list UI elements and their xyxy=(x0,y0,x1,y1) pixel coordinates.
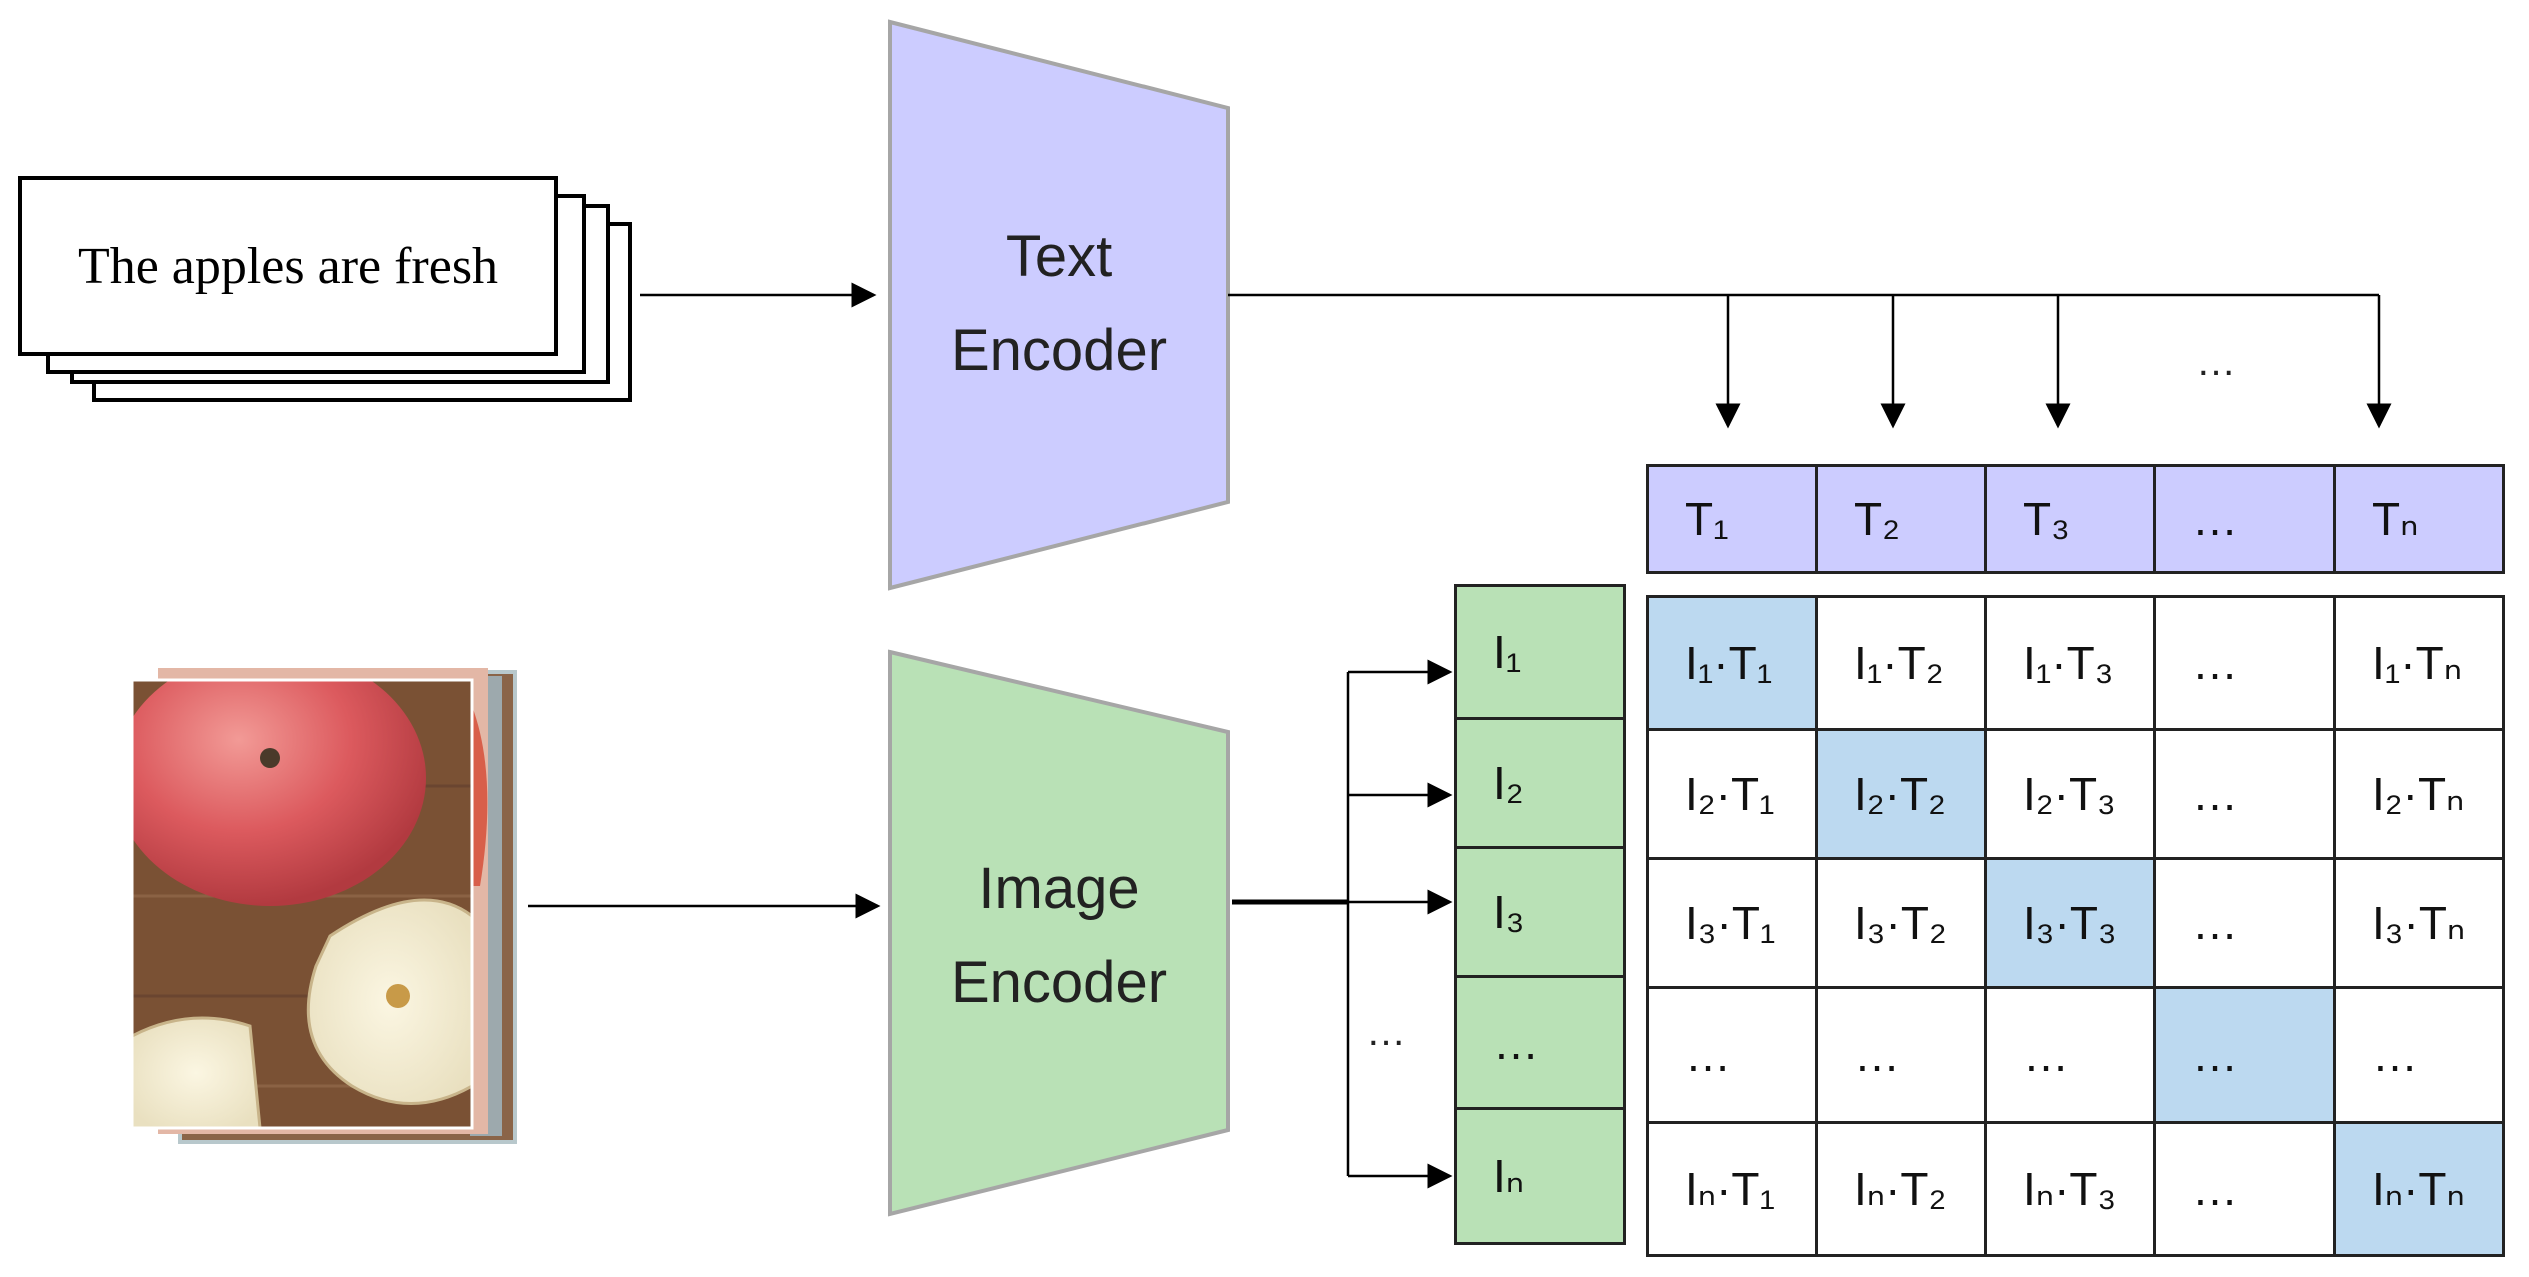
matrix-cell-5-2: Iₙ·T₂ xyxy=(1815,1121,1987,1257)
matrix-cell-1-2: I₁·T₂ xyxy=(1815,595,1987,731)
matrix-cell-4-3: … xyxy=(1984,986,2156,1124)
matrix-cell-4-1: … xyxy=(1646,986,1818,1124)
apple-photo-stack xyxy=(130,668,517,1144)
matrix-cell-3-5: I₃·Tₙ xyxy=(2333,857,2505,989)
matrix-cell-5-5: Iₙ·Tₙ xyxy=(2333,1121,2505,1257)
matrix-cell-3-3: I₃·T₃ xyxy=(1984,857,2156,989)
matrix-cell-2-4: … xyxy=(2153,728,2336,860)
matrix-cell-5-1: Iₙ·T₁ xyxy=(1646,1121,1818,1257)
text-feature-tn: Tₙ xyxy=(2333,464,2505,574)
caption-text: The apples are fresh xyxy=(77,237,499,295)
matrix-cell-1-4: … xyxy=(2153,595,2336,731)
apple-photo xyxy=(132,680,472,1128)
matrix-cell-3-1: I₃·T₁ xyxy=(1646,857,1818,989)
matrix-cell-1-1: I₁·T₁ xyxy=(1646,595,1818,731)
image-feature-ellipsis: … xyxy=(1454,975,1626,1110)
matrix-cell-2-1: I₂·T₁ xyxy=(1646,728,1818,860)
text-feature-t3: T₃ xyxy=(1984,464,2156,574)
text-encoder-block xyxy=(888,19,1230,591)
image-encoder-block xyxy=(888,649,1230,1217)
image-feature-i2: I₂ xyxy=(1454,717,1626,849)
matrix-cell-2-3: I₂·T₃ xyxy=(1984,728,2156,860)
matrix-cell-2-2: I₂·T₂ xyxy=(1815,728,1987,860)
text-feature-ellipsis: … xyxy=(2153,464,2336,574)
image-feature-i1: I₁ xyxy=(1454,584,1626,720)
matrix-cell-1-5: I₁·Tₙ xyxy=(2333,595,2505,731)
matrix-cell-3-2: I₃·T₂ xyxy=(1815,857,1987,989)
matrix-cell-5-3: Iₙ·T₃ xyxy=(1984,1121,2156,1257)
matrix-cell-4-5: … xyxy=(2333,986,2505,1124)
matrix-cell-4-4: … xyxy=(2153,986,2336,1124)
text-feature-t1: T₁ xyxy=(1646,464,1818,574)
matrix-cell-1-3: I₁·T₃ xyxy=(1984,595,2156,731)
image-encoder-label: Image Encoder xyxy=(950,856,1168,1015)
red-apple xyxy=(132,680,426,906)
text-arrows-ellipsis: … xyxy=(2196,340,2236,384)
text-feature-t2: T₂ xyxy=(1815,464,1987,574)
text-encoder-label: Text Encoder xyxy=(950,224,1168,383)
image-feature-i3: I₃ xyxy=(1454,846,1626,978)
matrix-cell-2-5: I₂·Tₙ xyxy=(2333,728,2505,860)
text-card-front: The apples are fresh xyxy=(18,176,558,356)
matrix-cell-5-4: … xyxy=(2153,1121,2336,1257)
matrix-cell-4-2: … xyxy=(1815,986,1987,1124)
image-arrows-ellipsis: … xyxy=(1366,1010,1406,1054)
image-feature-in: Iₙ xyxy=(1454,1107,1626,1245)
matrix-cell-3-4: … xyxy=(2153,857,2336,989)
